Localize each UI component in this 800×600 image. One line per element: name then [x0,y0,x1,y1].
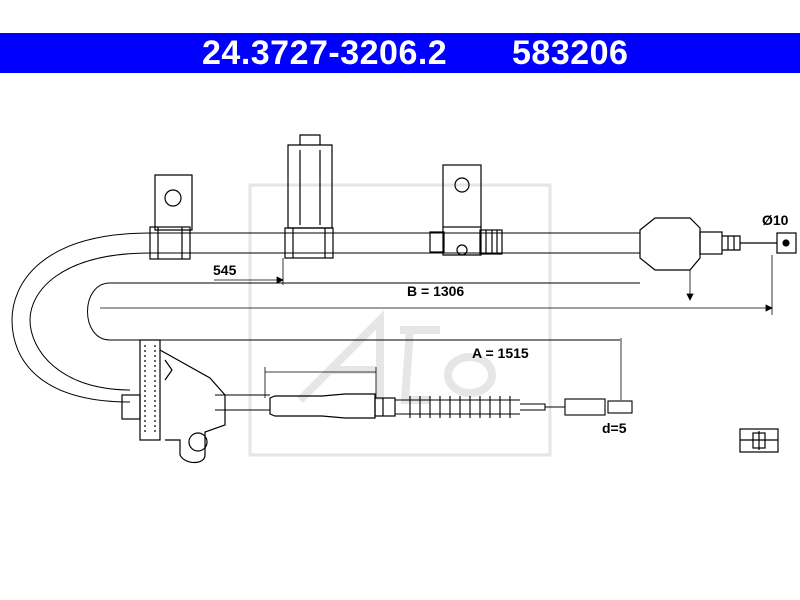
outer-sleeve [269,393,396,419]
cross-section-icon [739,428,779,453]
bracket-middle [284,134,334,259]
dim-a-label: A = 1515 [472,345,529,361]
dust-boot [395,396,633,418]
dimension-lines [100,255,773,400]
dim-b-label: B = 1306 [407,283,464,299]
part-number: 24.3727-3206.2 [202,34,448,72]
title-banner: 24.3727-3206.2 583206 [0,33,800,73]
dim-d-label: d=5 [602,420,627,436]
bracket-right [429,164,503,256]
dim-diameter-label: Ø10 [762,212,789,228]
bracket-left [149,174,193,260]
cable-outline [11,232,640,411]
dim-545-label: 545 [213,262,237,278]
reference-number: 583206 [512,34,629,72]
mount-plate [121,339,226,464]
end-fitting-right [639,217,797,271]
